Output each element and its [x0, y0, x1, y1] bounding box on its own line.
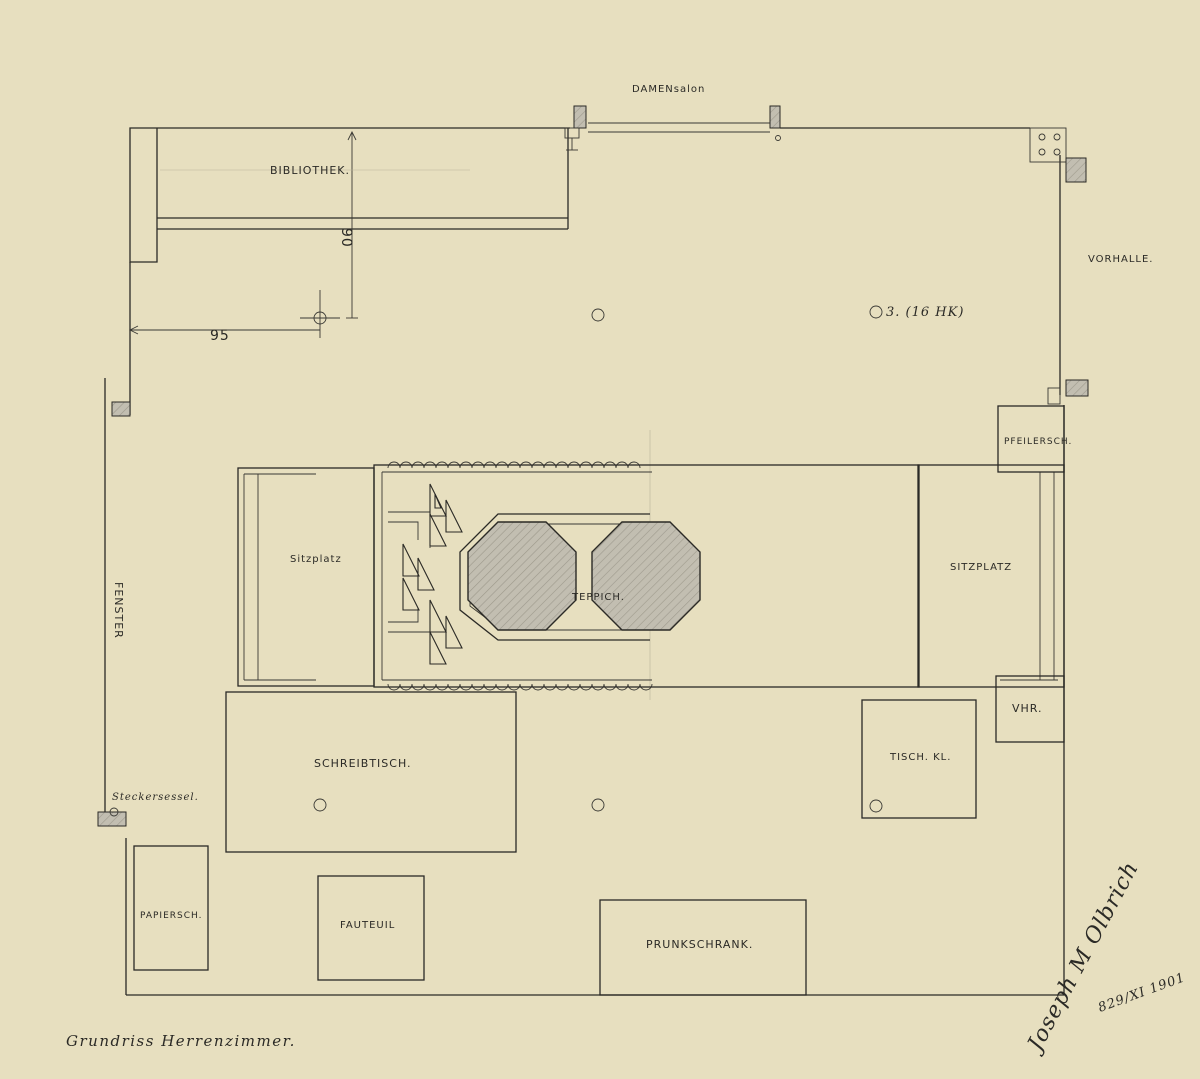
outer-walls [97, 105, 1089, 996]
label-tisch-kl: TISCH. KL. [889, 752, 951, 763]
label-bibliothek: BIBLIOTHEK. [270, 164, 350, 177]
pfeilerschrank [997, 405, 1065, 473]
label-schreibtisch: SCHREIBTISCH. [314, 757, 412, 770]
signature: Joseph M Olbrich 829/XI 1901 [1021, 857, 1187, 1058]
label-sitzplatz-left: Sitzplatz [290, 554, 342, 565]
sitzplatz-left-bench [237, 467, 375, 687]
dimension-vertical: 90 [338, 228, 354, 248]
label-damensalon: DAMENsalon [632, 84, 705, 95]
octagon-table-left [467, 521, 577, 631]
label-teppich: TEPPICH. [571, 592, 625, 603]
label-fenster: FENSTER [112, 582, 125, 639]
label-steckersessel: Steckersessel. [112, 792, 199, 803]
signature-number-date: 829/XI 1901 [1096, 970, 1187, 1015]
uhr [995, 675, 1065, 743]
teppich-carpet [373, 461, 920, 691]
light-note: 3. (16 HK) [886, 305, 964, 320]
prunkschrank [599, 899, 807, 996]
schreibtisch [225, 691, 517, 853]
label-vhr: VHR. [1012, 702, 1043, 715]
octagon-table-right [591, 521, 701, 631]
sitzplatz-right-bench [917, 464, 1065, 688]
label-papiersch: PAPIERSCH. [140, 911, 203, 921]
papierschrank [133, 845, 209, 971]
light-points [313, 305, 883, 813]
label-sitzplatz-right: SITZPLATZ [950, 562, 1012, 573]
label-vorhalle: VORHALLE. [1088, 254, 1153, 265]
label-pfeilersch: PFEILERSCH. [1004, 437, 1072, 447]
tisch-kl [861, 699, 977, 819]
signature-name: Joseph M Olbrich [1021, 857, 1144, 1058]
drawing-title: Grundriss Herrenzimmer. [66, 1032, 296, 1050]
dimension-horizontal: 95 [210, 328, 230, 344]
fauteuil [317, 875, 425, 981]
label-fauteuil: FAUTEUIL [340, 920, 395, 931]
label-prunkschrank: PRUNKSCHRANK. [646, 938, 753, 951]
dimension-lines [128, 130, 651, 700]
triangle-ornaments [402, 483, 463, 665]
